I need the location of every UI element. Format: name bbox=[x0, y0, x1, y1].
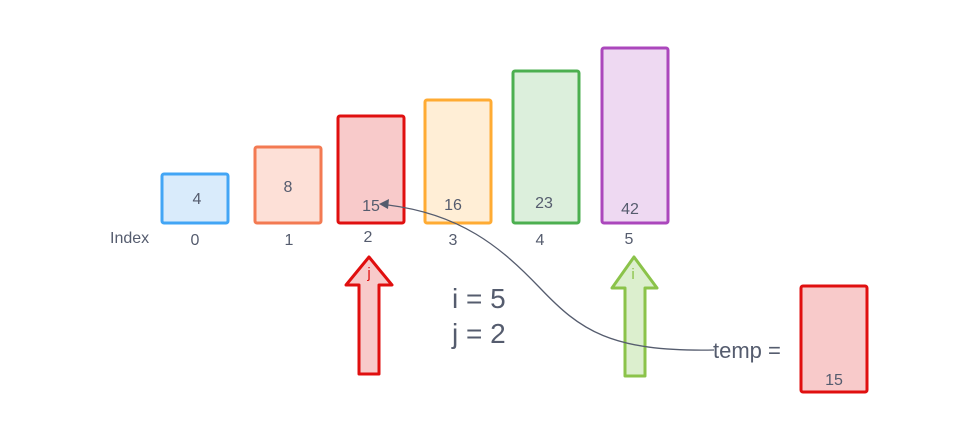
bar-3 bbox=[423, 98, 493, 225]
temp-value: 15 bbox=[825, 372, 843, 389]
index-5: 5 bbox=[625, 231, 634, 248]
temp-group: temp = 15 bbox=[713, 284, 869, 394]
index-2: 2 bbox=[364, 229, 373, 246]
pointer-j-shape bbox=[344, 255, 394, 376]
index-4: 4 bbox=[536, 232, 545, 249]
temp-label: temp = bbox=[713, 338, 781, 363]
index-label: Index bbox=[110, 230, 149, 247]
bar-2 bbox=[336, 114, 406, 225]
variables: i = 5 j = 2 bbox=[451, 283, 506, 349]
index-0: 0 bbox=[191, 232, 200, 249]
array-bars bbox=[160, 46, 670, 225]
bar-value-5: 42 bbox=[621, 201, 639, 218]
bar-0 bbox=[160, 172, 230, 225]
bar-value-3: 16 bbox=[444, 197, 462, 214]
bar-value-0: 4 bbox=[193, 191, 202, 208]
var-i: i = 5 bbox=[452, 283, 506, 314]
bar-value-4: 23 bbox=[535, 195, 553, 212]
bar-5 bbox=[600, 46, 670, 225]
pointer-j-arrow: j bbox=[344, 255, 394, 376]
index-row: Index 0 1 2 3 4 5 bbox=[110, 229, 634, 249]
var-j: j = 2 bbox=[451, 318, 506, 349]
pointer-i-arrow: i bbox=[610, 255, 659, 378]
temp-box bbox=[799, 284, 869, 394]
bar-1 bbox=[253, 145, 323, 225]
assign-connector bbox=[379, 199, 715, 351]
pointer-j-letter: j bbox=[366, 265, 370, 282]
bar-values: 4 8 15 16 23 42 bbox=[193, 179, 639, 218]
connector-curve bbox=[387, 204, 715, 351]
bar-value-1: 8 bbox=[284, 179, 293, 196]
index-1: 1 bbox=[285, 232, 294, 249]
connector-arrowhead bbox=[379, 199, 389, 209]
pointer-i-letter: i bbox=[631, 266, 634, 283]
index-3: 3 bbox=[449, 232, 458, 249]
bar-4 bbox=[511, 69, 581, 225]
bar-value-2: 15 bbox=[362, 198, 380, 215]
pointer-i-shape bbox=[610, 255, 659, 378]
